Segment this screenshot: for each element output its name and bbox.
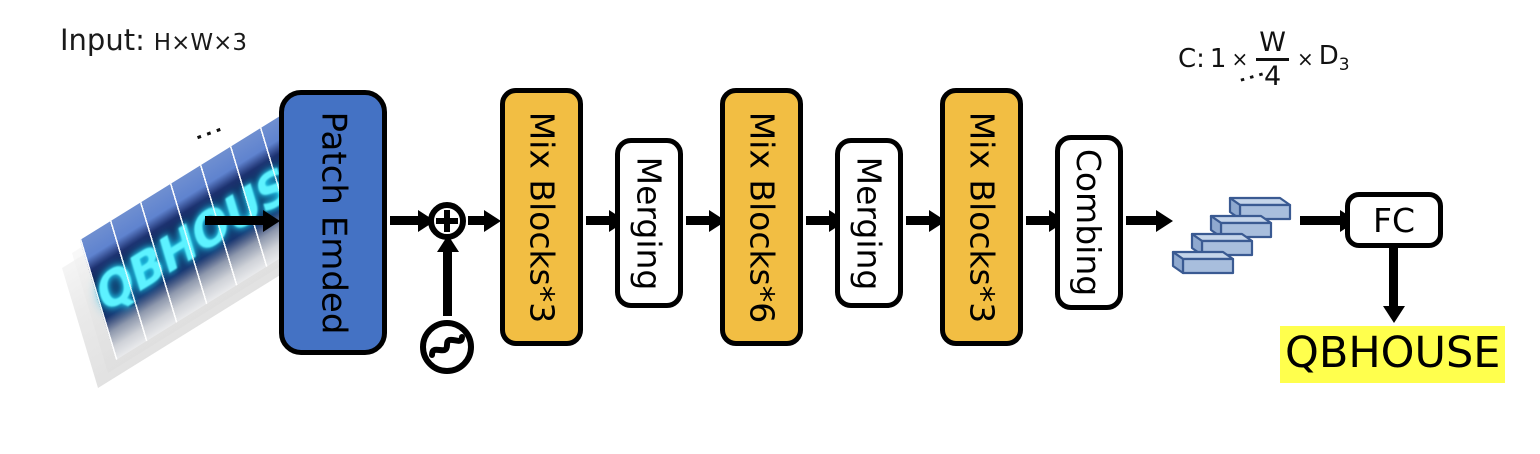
block-mix-blocks-3[interactable]: Mix Blocks*3 bbox=[940, 88, 1023, 346]
arrow-merging-2-to-mix-blocks-3 bbox=[906, 216, 931, 225]
block-merging-1[interactable]: Merging bbox=[615, 138, 683, 308]
positional-encoding-icon bbox=[420, 320, 474, 374]
block-merging-2[interactable]: Merging bbox=[835, 138, 903, 308]
input-label: Input: H×W×3 bbox=[60, 26, 247, 55]
feature-shape-times-2: × bbox=[1296, 46, 1314, 71]
block-fc[interactable]: FC bbox=[1345, 192, 1443, 248]
block-mix-blocks-1-label: Mix Blocks*3 bbox=[522, 111, 562, 323]
feature-shape-ellipsis: ⋮ bbox=[1232, 58, 1273, 95]
arrow-combing-to-feature-slabs bbox=[1126, 216, 1158, 225]
feature-shape-last-dim-subscript: 3 bbox=[1338, 55, 1350, 76]
block-mix-blocks-1[interactable]: Mix Blocks*3 bbox=[500, 88, 583, 346]
output-text: QBHOUSE bbox=[1280, 326, 1506, 383]
block-merging-1-label: Merging bbox=[629, 156, 669, 290]
arrow-input-to-patch-embed bbox=[205, 216, 265, 225]
block-combing-label: Combing bbox=[1069, 148, 1109, 297]
input-image-stack: QBHOUSE ⋮ bbox=[48, 58, 331, 428]
feature-shape-times-1: × bbox=[1231, 46, 1249, 71]
arrow-patch-embed-to-add bbox=[390, 216, 420, 225]
block-merging-2-label: Merging bbox=[849, 156, 889, 290]
block-mix-blocks-2[interactable]: Mix Blocks*6 bbox=[720, 88, 803, 346]
arrow-mix-blocks-2-to-merging-2 bbox=[806, 216, 831, 225]
input-label-dims: H×W×3 bbox=[153, 30, 247, 56]
input-ellipsis: ⋮ bbox=[187, 113, 231, 154]
feature-shape-fraction: W 4 bbox=[1256, 29, 1289, 90]
block-patch-embed[interactable]: Patch Emded bbox=[279, 90, 387, 355]
arrow-merging-1-to-mix-blocks-2 bbox=[686, 216, 711, 225]
arrow-positional-encoding-to-add bbox=[443, 250, 452, 316]
feature-shape-first-dim: 1 bbox=[1209, 43, 1227, 74]
feature-slab-1 bbox=[1171, 250, 1235, 275]
feature-shape-denominator: 4 bbox=[1263, 61, 1282, 92]
arrow-mix-blocks-3-to-combing bbox=[1026, 216, 1051, 225]
input-label-main: Input: bbox=[60, 23, 145, 57]
feature-map-slabs bbox=[1171, 196, 1292, 275]
arrow-mix-blocks-1-to-merging-1 bbox=[586, 216, 611, 225]
feature-shape-last-dim: D3 bbox=[1318, 41, 1350, 76]
block-patch-embed-label: Patch Emded bbox=[313, 111, 354, 334]
arrow-feature-slabs-to-fc bbox=[1300, 216, 1342, 225]
block-mix-blocks-2-label: Mix Blocks*6 bbox=[742, 111, 782, 323]
arrow-fc-to-output bbox=[1389, 248, 1398, 308]
block-mix-blocks-3-label: Mix Blocks*3 bbox=[962, 111, 1002, 323]
arrow-add-to-mix-blocks-1 bbox=[468, 216, 486, 225]
feature-shape-annotation: C: 1 × W 4 × D3 bbox=[1178, 28, 1350, 90]
block-combing[interactable]: Combing bbox=[1055, 135, 1123, 310]
feature-shape-prefix: C: bbox=[1178, 43, 1205, 74]
block-fc-label: FC bbox=[1372, 200, 1416, 240]
feature-shape-fraction-bar bbox=[1256, 58, 1289, 61]
feature-shape-numerator: W bbox=[1259, 27, 1286, 58]
